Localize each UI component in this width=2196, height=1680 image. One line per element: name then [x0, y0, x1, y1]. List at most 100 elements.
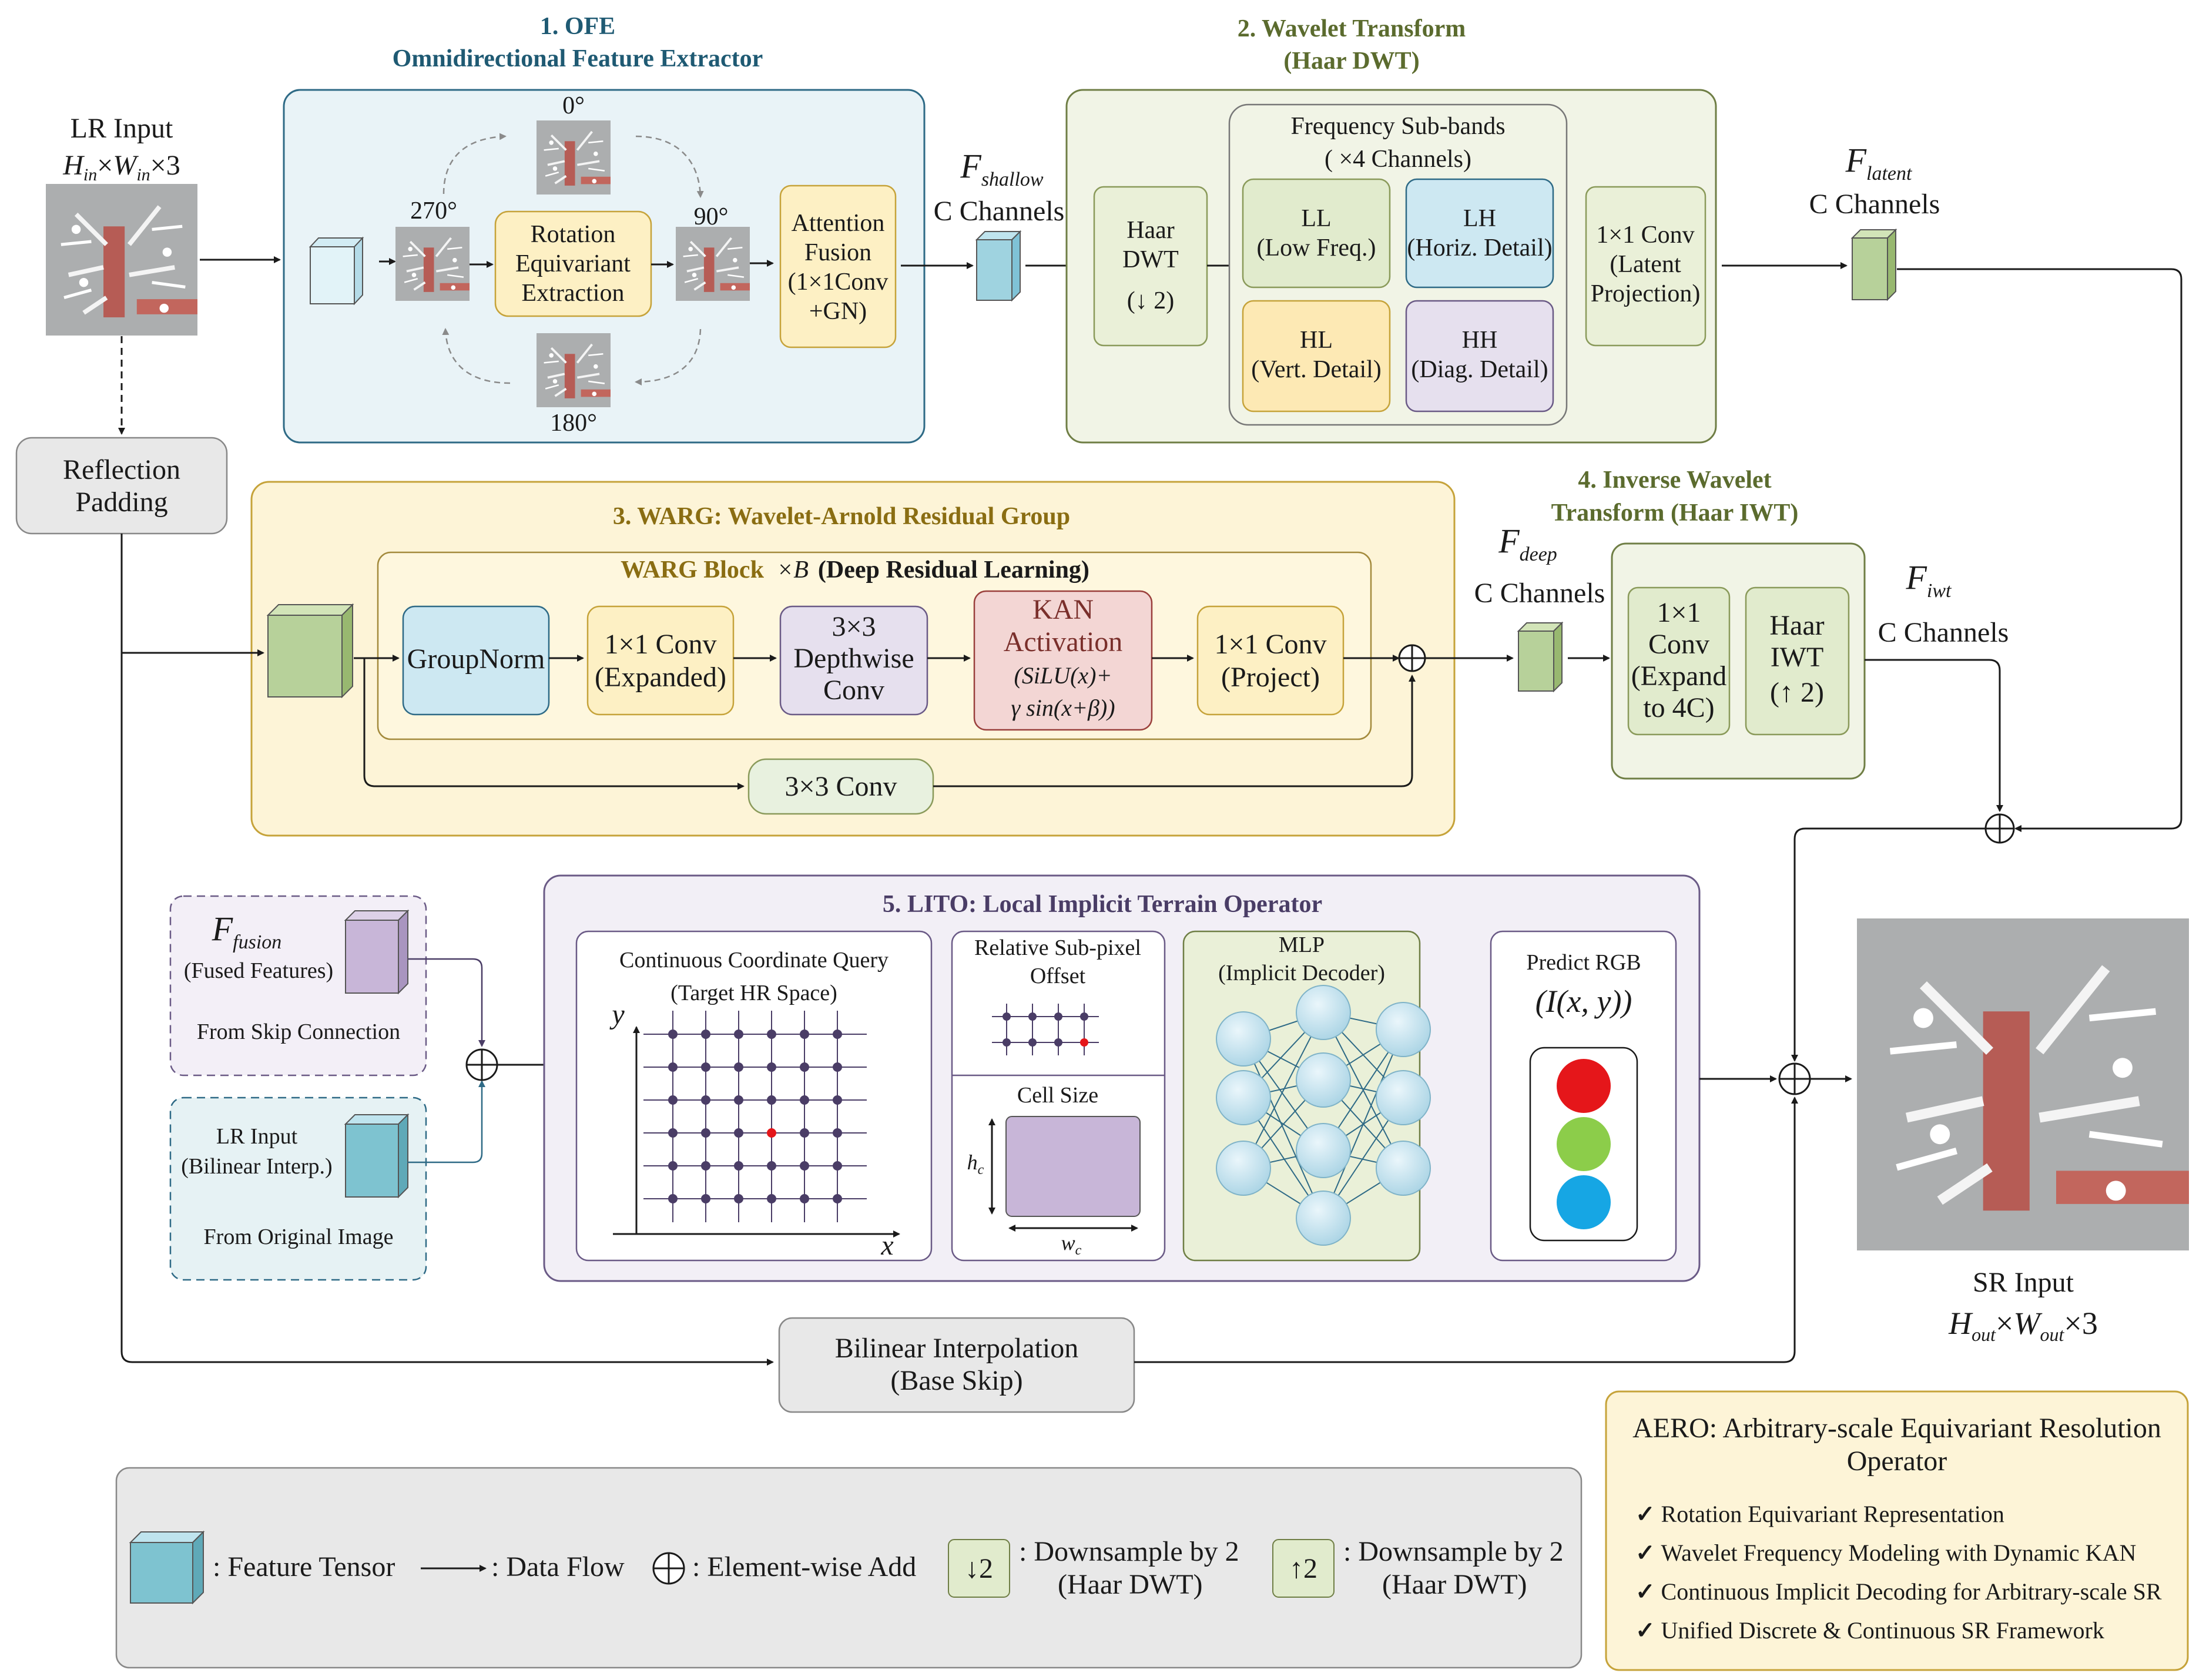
- f-latent: Flatent C Channels: [1809, 141, 1940, 301]
- grid-point-marker: [668, 1095, 678, 1105]
- f-latent-channels: C Channels: [1809, 189, 1940, 220]
- wave-title-1: 2. Wavelet Transform: [1238, 15, 1466, 42]
- fusion-tensor: [345, 920, 399, 994]
- f-iwt-channels: C Channels: [1878, 617, 2009, 648]
- kan-activation-box: [973, 590, 1153, 731]
- fusion-add-icon: [465, 1048, 498, 1081]
- offset-point-marker: [1028, 1012, 1037, 1021]
- grid-point-marker: [668, 1194, 678, 1203]
- att-label-1: Attention: [792, 210, 885, 237]
- f-deep: Fdeep C Channels: [1474, 522, 1605, 693]
- iwt-h2: IWT: [1771, 642, 1824, 673]
- groupnorm-box: [402, 605, 550, 716]
- lr-interp-label-1: LR Input: [216, 1124, 298, 1149]
- legend-up-label-2: (Haar DWT): [1382, 1569, 1527, 1600]
- aero-item: ✓ Wavelet Frequency Modeling with Dynami…: [1635, 1540, 2136, 1566]
- subbands-title-1: Frequency Sub-bands: [1290, 113, 1505, 140]
- fusion-from: From Skip Connection: [197, 1020, 400, 1044]
- coord-query-panel: [575, 930, 933, 1262]
- wavelet-module: 2. Wavelet Transform (Haar DWT) Haar DWT…: [1065, 15, 1717, 444]
- angle-180-label: 180°: [550, 410, 597, 437]
- legend-tensor-icon: [130, 1542, 193, 1604]
- grid-point-marker: [767, 1161, 776, 1171]
- legend-flow-label: : Data Flow: [491, 1551, 625, 1582]
- grid-point-marker: [701, 1161, 710, 1171]
- grid-point-marker: [701, 1194, 710, 1203]
- grid-point-marker: [668, 1062, 678, 1072]
- lh-label-1: LH: [1463, 205, 1496, 232]
- rotate-arrow-tl: [442, 133, 507, 195]
- grid-point-marker: [734, 1030, 743, 1039]
- groupnorm-label: GroupNorm: [407, 643, 545, 675]
- rotation-0-image: [537, 120, 611, 195]
- grid-point-marker: [767, 1194, 776, 1203]
- lr-interp-input-box: LR Input (Bilinear Interp.) From Origina…: [169, 1096, 427, 1281]
- lr-input-label: LR Input: [71, 113, 173, 144]
- grid-point-marker: [800, 1030, 809, 1039]
- legend-add-icon: [652, 1552, 685, 1585]
- ll-box: [1242, 178, 1391, 289]
- rotation-270-image: [395, 227, 470, 301]
- depthwise-conv-box: [779, 605, 928, 716]
- conv-project-box: [1196, 605, 1345, 716]
- grid-point-marker: [734, 1095, 743, 1105]
- ll-label-2: (Low Freq.): [1257, 234, 1376, 261]
- kan-label-3: (SiLU(x)+: [1014, 662, 1112, 689]
- grid-point-marker: [767, 1062, 776, 1072]
- iwt-title-1: 4. Inverse Wavelet: [1578, 467, 1771, 494]
- angle-0-label: 0°: [562, 92, 585, 119]
- lr-interp-from: From Original Image: [204, 1225, 394, 1249]
- iwt-c3: (Expand: [1631, 660, 1727, 692]
- dw-label-2: Depthwise: [793, 643, 914, 674]
- lr-input: LR Input Hin×Win×3: [46, 113, 197, 336]
- rot-label-1: Rotation: [531, 221, 616, 248]
- offset-point-marker: [1028, 1038, 1037, 1047]
- f-deep-tensor: [1518, 631, 1554, 692]
- f-shallow: Fshallow C Channels: [934, 147, 1065, 302]
- proj-label-1: 1×1 Conv: [1214, 629, 1326, 660]
- f-iwt: Fiwt C Channels: [1878, 558, 2009, 648]
- f-iwt-label: Fiwt: [1905, 558, 1952, 602]
- proj-label-2: (Project): [1221, 662, 1320, 693]
- grid-point-marker: [833, 1095, 842, 1105]
- conv-exp-label-2: (Expanded): [595, 662, 726, 693]
- iwt-c2: Conv: [1648, 629, 1709, 660]
- grid-point-marker: [701, 1062, 710, 1072]
- hl-label-1: HL: [1300, 327, 1333, 354]
- mlp-node: [1296, 1123, 1351, 1178]
- legend-up-icon: [1272, 1539, 1335, 1598]
- legend-add-label: : Element-wise Add: [692, 1551, 916, 1582]
- grid-point-marker: [800, 1161, 809, 1171]
- f-deep-channels: C Channels: [1474, 578, 1605, 609]
- coord-label-2: (Target HR Space): [670, 981, 837, 1005]
- grid-point-marker: [734, 1062, 743, 1072]
- grid-point-marker: [734, 1128, 743, 1138]
- reflection-label-1: Reflection: [63, 454, 180, 485]
- warg-input-tensor: [267, 615, 343, 698]
- mlp-label-1: MLP: [1279, 933, 1325, 957]
- bilinear-label-1: Bilinear Interpolation: [835, 1333, 1079, 1364]
- axis-y-label: y: [609, 999, 625, 1030]
- legend-down-glyph: ↓2: [965, 1553, 993, 1584]
- legend-down-label-2: (Haar DWT): [1058, 1569, 1203, 1600]
- latent-to-add-arrow: [1897, 268, 2182, 832]
- angle-90-label: 90°: [694, 203, 729, 230]
- ll-label-1: LL: [1301, 205, 1331, 232]
- rot-label-3: Extraction: [522, 280, 625, 307]
- iwt-c1: 1×1: [1657, 597, 1701, 628]
- f-shallow-channels: C Channels: [934, 196, 1065, 227]
- rgb-label-1: Predict RGB: [1526, 950, 1641, 975]
- iwt-c4: to 4C): [1643, 692, 1714, 723]
- attention-fusion-box: [779, 185, 897, 348]
- lr-interp-label-2: (Bilinear Interp.): [181, 1154, 332, 1179]
- aero-item: ✓ Rotation Equivariant Representation: [1635, 1501, 2004, 1527]
- latent-conv-3: Projection): [1591, 280, 1701, 307]
- warg-title: 3. WARG: Wavelet-Arnold Residual Group: [613, 503, 1070, 530]
- mlp-node: [1296, 1191, 1351, 1246]
- legend-tensor-label: : Feature Tensor: [213, 1551, 395, 1582]
- hh-label-1: HH: [1462, 327, 1498, 354]
- lr-input-dims: Hin×Win×3: [62, 150, 180, 185]
- offset-label-1: Relative Sub-pixel: [974, 935, 1141, 960]
